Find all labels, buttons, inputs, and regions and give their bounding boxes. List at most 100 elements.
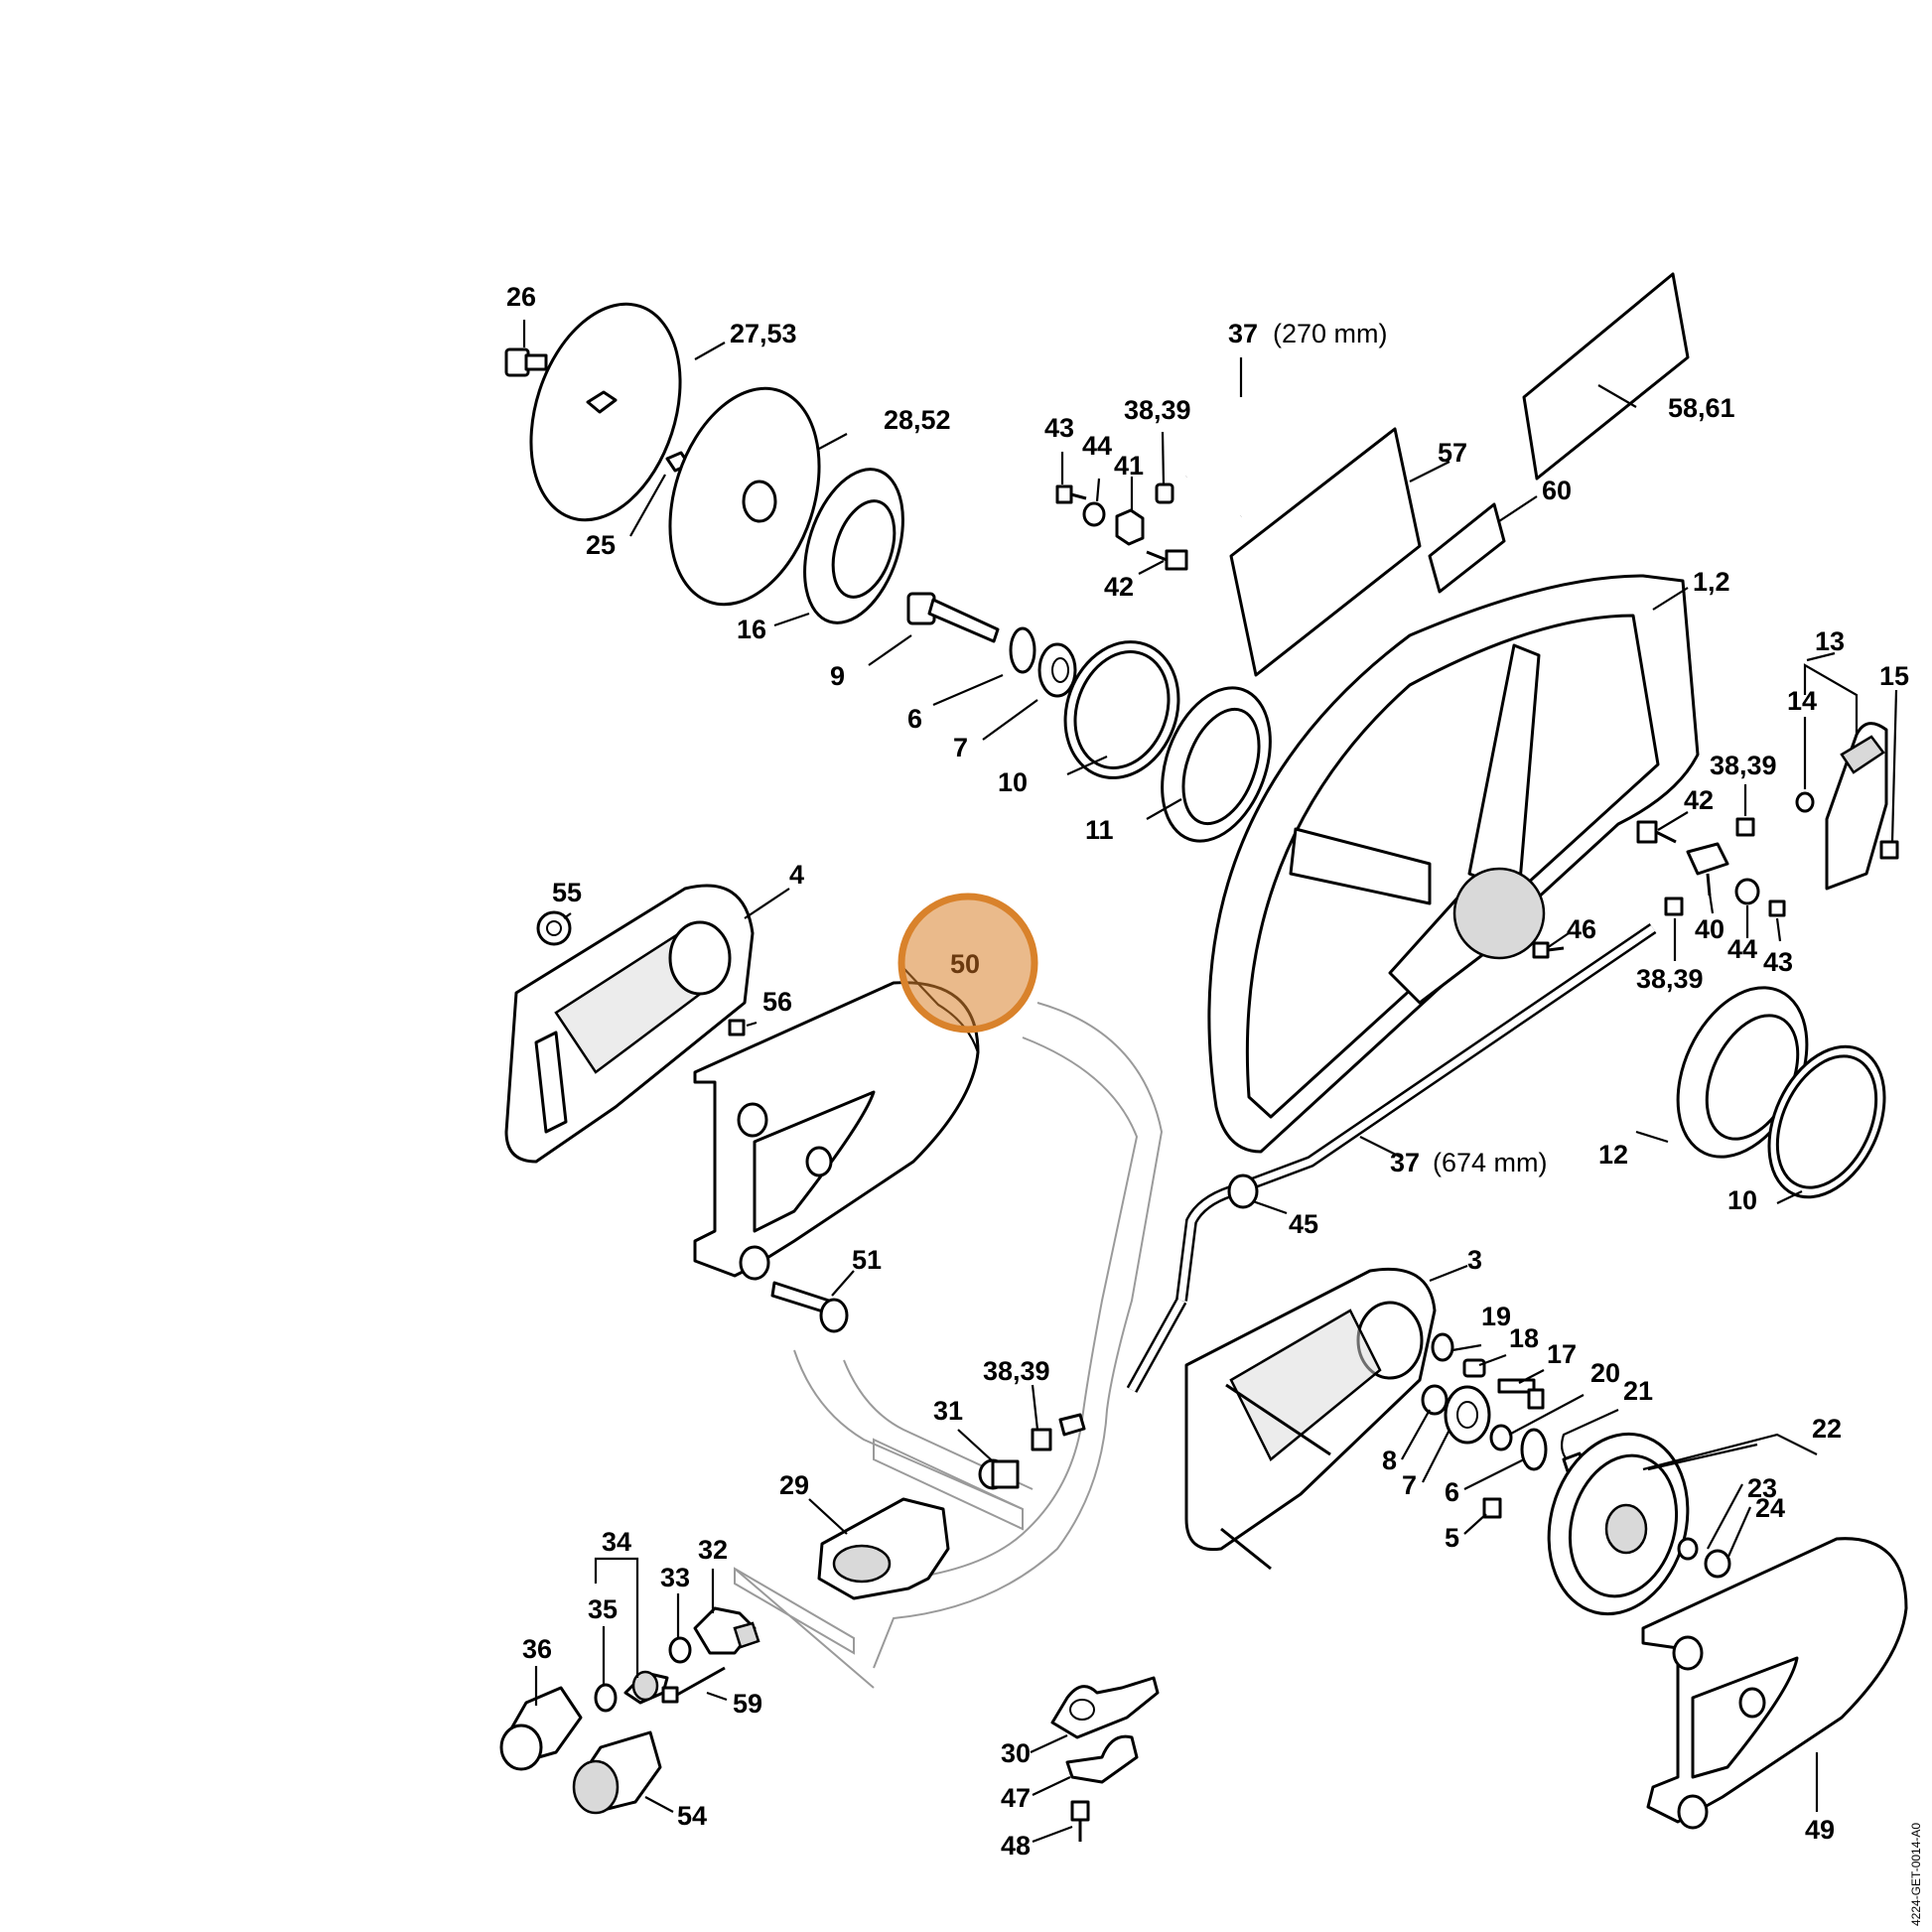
label-57: 57: [1438, 438, 1467, 468]
circlip-6b[interactable]: [1520, 1428, 1548, 1471]
nipple-38-39c[interactable]: [1664, 897, 1684, 916]
tap-32[interactable]: [693, 1606, 760, 1655]
label-54: 54: [677, 1801, 707, 1831]
clamp-30[interactable]: [1050, 1676, 1160, 1739]
label-42b: 42: [1684, 785, 1714, 815]
nipple-38-39b[interactable]: [1735, 817, 1755, 837]
spring-19[interactable]: [1431, 1332, 1454, 1362]
screw-15[interactable]: [1879, 840, 1899, 860]
nozzle-40[interactable]: [1686, 842, 1729, 897]
belt-cover-4[interactable]: [504, 884, 755, 1164]
bolt-51[interactable]: [770, 1281, 849, 1333]
nut-24[interactable]: [1704, 1549, 1731, 1579]
screw-56[interactable]: [728, 1019, 746, 1036]
label-26: 26: [506, 282, 536, 312]
label-10a: 10: [998, 767, 1028, 797]
ring-10a[interactable]: [1046, 625, 1196, 793]
flange-28-52[interactable]: [644, 369, 845, 623]
shaft-9[interactable]: [906, 592, 1000, 643]
bearing-7a[interactable]: [1037, 642, 1077, 698]
label-13: 13: [1815, 626, 1845, 656]
pulley-22[interactable]: [1530, 1419, 1708, 1630]
label-60: 60: [1542, 476, 1572, 505]
clamp-47[interactable]: [1065, 1734, 1139, 1784]
callout-numbers: 26 27,53 28,52 25 16 9 6 7 10 11 37 (270…: [506, 282, 1909, 1861]
wheel-guard-1-2[interactable]: [1207, 574, 1700, 1154]
screw-5[interactable]: [1482, 1497, 1502, 1519]
label-37b: 37: [1390, 1148, 1420, 1177]
screw-48[interactable]: [1070, 1800, 1090, 1842]
sticker-57[interactable]: [1229, 427, 1422, 677]
screw-43b[interactable]: [1768, 899, 1786, 917]
ring-10b[interactable]: [1746, 1029, 1907, 1216]
bearing-7b[interactable]: [1444, 1385, 1491, 1445]
oring-33[interactable]: [668, 1636, 692, 1664]
label-38-39b: 38,39: [1710, 751, 1777, 780]
washer-44a[interactable]: [1082, 501, 1106, 527]
nipple-38-39d[interactable]: [1031, 1413, 1086, 1451]
label-30: 30: [1001, 1738, 1031, 1768]
label-24: 24: [1755, 1493, 1785, 1523]
nipple-38-39a[interactable]: [1155, 483, 1174, 504]
screw-42a[interactable]: [1146, 549, 1188, 571]
hose-37-270mm[interactable]: [1182, 368, 1335, 519]
label-23: 23: [1747, 1473, 1777, 1503]
nozzle-41[interactable]: [1115, 508, 1145, 546]
connector-45[interactable]: [1227, 1173, 1259, 1209]
label-5: 5: [1445, 1523, 1459, 1553]
label-38-39c: 38,39: [1636, 964, 1704, 994]
coupling-54[interactable]: [572, 1730, 662, 1815]
label-17: 17: [1547, 1339, 1577, 1369]
label-48: 48: [1001, 1831, 1031, 1861]
bolt-26[interactable]: [504, 347, 548, 377]
nut-55[interactable]: [536, 910, 572, 946]
label-37a: 37: [1228, 319, 1258, 348]
label-51: 51: [852, 1245, 882, 1275]
label-15: 15: [1879, 661, 1909, 691]
screw-46[interactable]: [1532, 941, 1565, 959]
flange-27-53[interactable]: [505, 285, 706, 539]
label-29: 29: [779, 1470, 809, 1500]
label-7b: 7: [1402, 1470, 1417, 1500]
label-14: 14: [1787, 686, 1817, 716]
bolt-17[interactable]: [1497, 1378, 1545, 1410]
label-8: 8: [1382, 1446, 1397, 1475]
label-11: 11: [1085, 815, 1114, 845]
circlip-6a[interactable]: [1009, 626, 1036, 674]
label-19: 19: [1481, 1302, 1511, 1331]
valve-34[interactable]: [623, 1670, 669, 1705]
washer-44b[interactable]: [1734, 878, 1760, 905]
belt-guard-50[interactable]: [693, 981, 980, 1281]
sticker-58-61[interactable]: [1522, 272, 1690, 481]
lever-13[interactable]: [1825, 722, 1888, 891]
bracket-29[interactable]: [817, 1497, 950, 1600]
label-1-2: 1,2: [1693, 567, 1730, 597]
belt-guard-49[interactable]: [1641, 1537, 1908, 1830]
bearing-housing-16[interactable]: [786, 457, 920, 635]
sleeve-8[interactable]: [1421, 1384, 1449, 1416]
washer-20[interactable]: [1489, 1424, 1513, 1451]
label-6a: 6: [907, 704, 922, 734]
pin-14[interactable]: [1795, 791, 1815, 813]
nut-31[interactable]: [978, 1458, 1020, 1490]
label-4: 4: [789, 860, 804, 890]
label-46: 46: [1567, 914, 1596, 944]
sticker-60[interactable]: [1428, 502, 1506, 594]
label-27-53: 27,53: [730, 319, 797, 348]
label-38-39a: 38,39: [1124, 395, 1191, 425]
label-42a: 42: [1104, 572, 1134, 602]
screw-43a[interactable]: [1055, 484, 1087, 504]
belt-cover-3[interactable]: [1184, 1267, 1437, 1571]
label-58-61: 58,61: [1668, 393, 1735, 423]
guard-ring-11[interactable]: [1143, 673, 1291, 857]
screw-42b[interactable]: [1636, 820, 1677, 844]
highlight-marker-50[interactable]: 50: [897, 893, 1038, 1034]
label-47: 47: [1001, 1783, 1031, 1813]
oring-35[interactable]: [594, 1683, 618, 1713]
washer-23[interactable]: [1677, 1537, 1699, 1561]
frame-outline: [734, 1002, 1164, 1689]
spacer-18[interactable]: [1462, 1358, 1486, 1378]
label-16: 16: [737, 615, 766, 644]
connector-36[interactable]: [499, 1686, 583, 1771]
screw-59[interactable]: [661, 1666, 726, 1704]
